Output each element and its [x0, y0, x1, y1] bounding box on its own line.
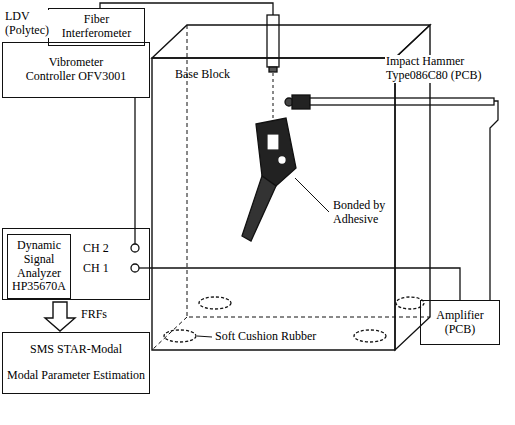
hidden-edge [152, 317, 187, 350]
node-text: Vibrometer Controller OFV3001 [24, 56, 128, 84]
cushion-rubber [354, 330, 386, 342]
callout-label: Soft Cushion Rubber [214, 330, 317, 344]
leader-line [295, 178, 329, 212]
channel-wire [139, 267, 150, 268]
probe-lens [269, 67, 277, 72]
instrument-label: LDV (Polytec) [4, 10, 50, 38]
analyzer-panel: CH 2 CH 1 Dynamic Signal Analyzer HP35670A [2, 228, 150, 300]
flow-arrow [45, 302, 75, 331]
node-text: Modal Parameter Estimation [7, 369, 145, 383]
node-text: Fiber Interferometer [56, 13, 138, 41]
specimen-arm [242, 176, 276, 241]
fiber-cable [100, 3, 273, 15]
node-text: Base Block [175, 68, 230, 82]
software-box: SMS STAR-ModalModal Parameter Estimation [2, 332, 150, 394]
node-text: Dynamic Signal Analyzer HP35670A [10, 239, 68, 294]
signal-wire [134, 98, 135, 228]
node-text: CH 1 [83, 262, 109, 276]
node-text: Amplifier (PCB) [431, 309, 489, 337]
callout-label: Bonded by Adhesive [332, 199, 394, 227]
block-front [152, 58, 395, 350]
node-text: SMS STAR-Modal [30, 343, 122, 357]
block-top [152, 25, 430, 58]
cushion-rubber [164, 330, 196, 342]
controller-box: Vibrometer Controller OFV3001 [2, 42, 150, 98]
channel-wire [134, 228, 135, 244]
laser-beam [273, 73, 274, 122]
edge-label: FRFs [79, 308, 109, 322]
specimen-detail [268, 135, 278, 149]
hammer-head [292, 95, 310, 109]
channel-connector [131, 244, 139, 252]
leader-line [197, 336, 212, 337]
hammer-cable [490, 101, 498, 300]
node-text: CH 2 [83, 242, 109, 256]
specimen-detail [279, 157, 285, 163]
hammer-handle [310, 98, 494, 105]
cushion-rubber [199, 297, 231, 309]
ldv-probe [267, 15, 279, 67]
channel-connector [131, 264, 139, 272]
interferometer-box: Fiber Interferometer [48, 8, 145, 46]
analyzer-box: Dynamic Signal Analyzer HP35670A [7, 234, 71, 299]
signal-wire [150, 268, 460, 300]
amplifier-box: Amplifier (PCB) [420, 300, 500, 345]
hammer-label: Impact Hammer Type086C80 (PCB) [385, 55, 499, 83]
